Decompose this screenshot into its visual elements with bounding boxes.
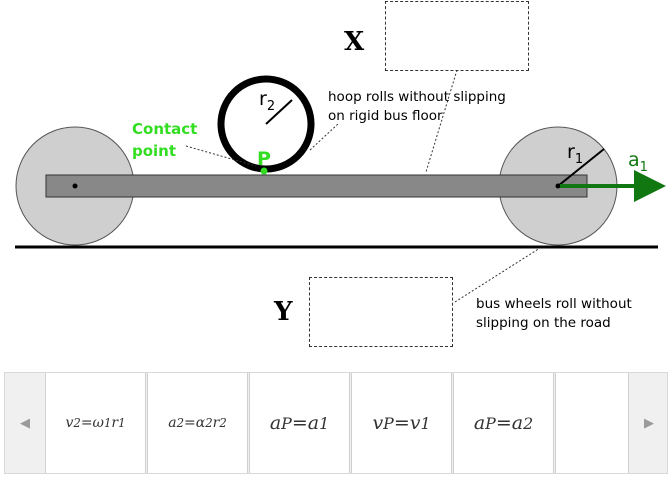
y-leader-line	[454, 247, 541, 303]
drop-box-x[interactable]	[385, 1, 529, 71]
tile-empty	[555, 373, 629, 473]
bus-floor	[45, 174, 588, 198]
r1-label: r1	[567, 141, 583, 167]
contact-point-dot	[260, 167, 268, 175]
rear-axle	[72, 183, 78, 189]
x-label: X	[344, 27, 365, 57]
contact-leader-line	[185, 145, 257, 167]
p-label: P	[257, 148, 271, 170]
r2-label: r2	[259, 88, 275, 114]
drop-box-y[interactable]	[309, 277, 453, 347]
bus-hoop-diagram: r1 a1 r2 P Contact point hoop rolls with…	[15, 27, 666, 331]
y-label: Y	[273, 297, 293, 327]
tray-prev-arrow-icon[interactable]: ◀	[20, 415, 30, 431]
r2-radius-line	[265, 99, 293, 125]
hoop-note: hoop rolls without slipping on rigid bus…	[328, 89, 510, 124]
r1-radius-line	[557, 148, 605, 187]
contact-point-label: Contact point	[132, 120, 203, 160]
tray-next-arrow-icon[interactable]: ▶	[644, 415, 654, 431]
a1-label: a1	[628, 149, 648, 175]
x-leader-line	[425, 69, 458, 173]
wheel-note: bus wheels roll without slipping on the …	[476, 296, 636, 331]
